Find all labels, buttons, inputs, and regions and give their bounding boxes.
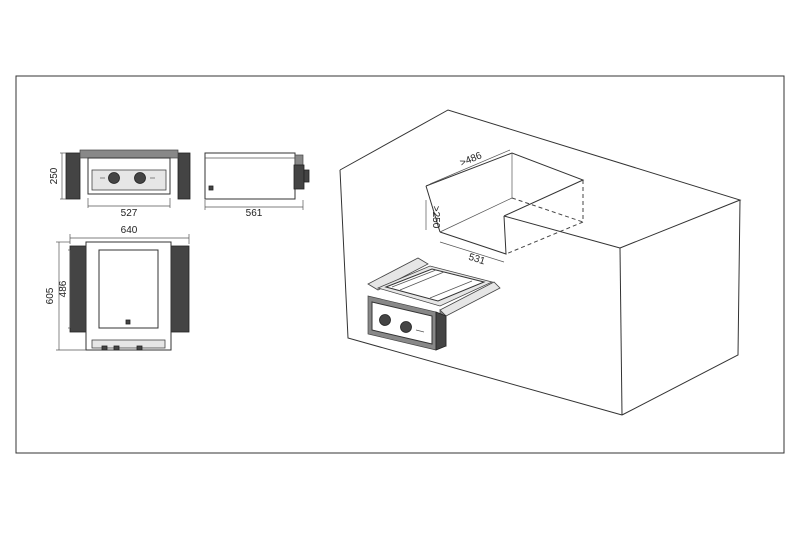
knob-right-icon [134, 172, 146, 184]
dim-top-depth-inner: 486 [58, 280, 69, 297]
dim-cutout-width: 531 [467, 252, 487, 268]
isometric-cabinet [339, 109, 742, 416]
knob-left-icon [108, 172, 120, 184]
iso-knob-left-icon [379, 314, 391, 326]
top-view [56, 234, 190, 351]
drawing-frame [15, 75, 785, 454]
dim-cutout-height: >250 [430, 206, 441, 229]
dim-front-width: 527 [121, 208, 138, 219]
dim-front-height: 250 [49, 167, 60, 184]
dim-top-depth-outer: 605 [45, 287, 56, 304]
dim-side-depth: 561 [246, 208, 263, 219]
iso-knob-right-icon [400, 321, 412, 333]
front-view [60, 149, 191, 208]
isometric-burner-unit [367, 257, 501, 351]
dim-top-width: 640 [121, 225, 138, 236]
side-view [204, 152, 310, 210]
